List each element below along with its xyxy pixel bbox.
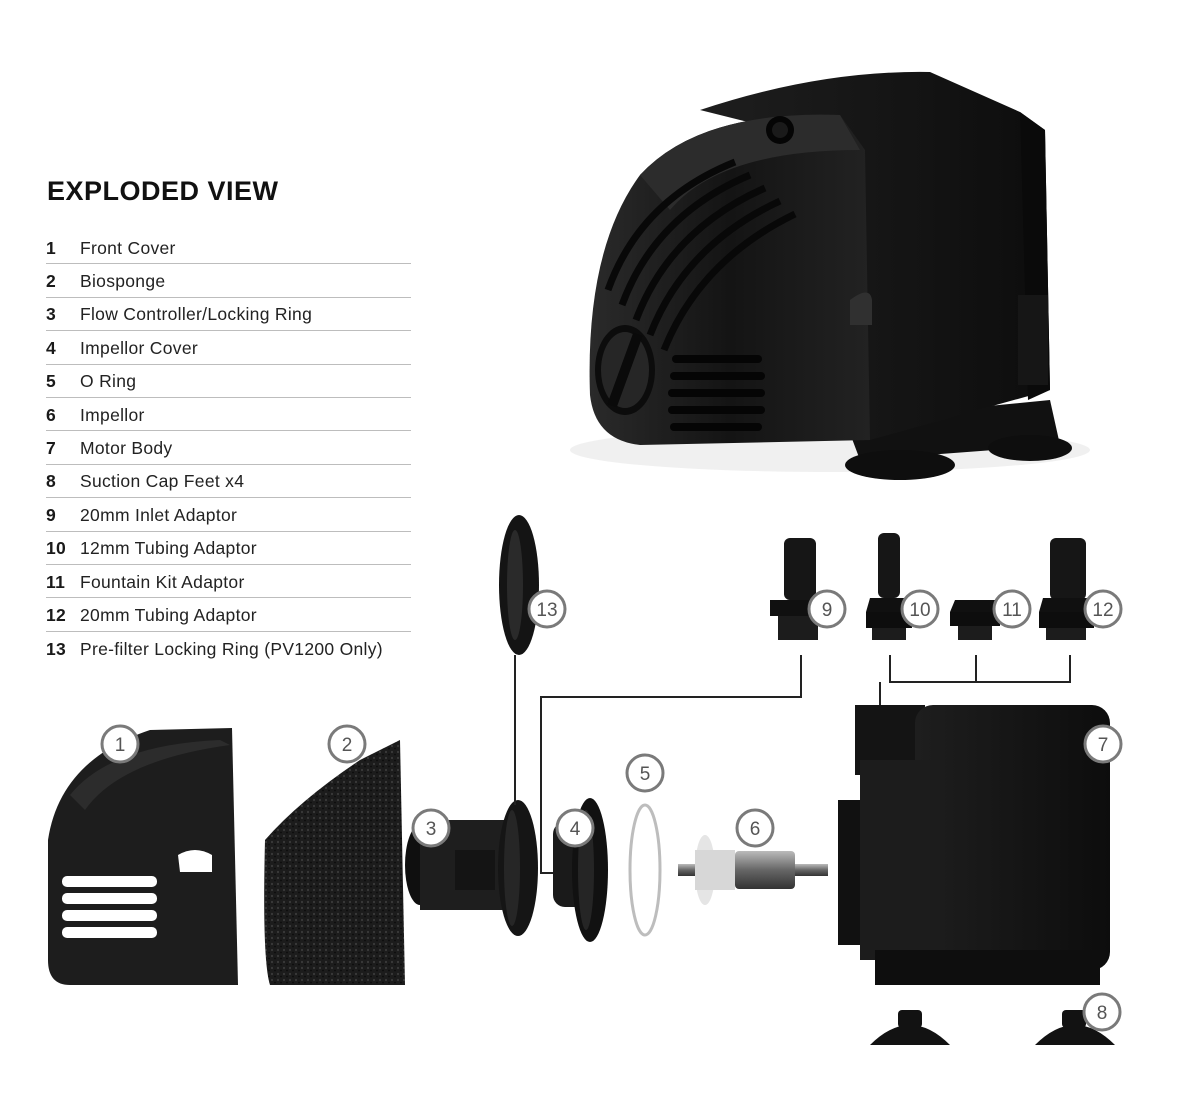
impellor-part [678, 835, 828, 905]
callout-number: 2 [342, 735, 353, 756]
legend-item: 12 20mm Tubing Adaptor [46, 598, 411, 632]
legend-number: 7 [46, 438, 57, 459]
legend-label: Fountain Kit Adaptor [80, 571, 245, 592]
callout-badge-9: 9 [807, 589, 847, 629]
callout-number: 3 [426, 819, 437, 840]
callout-number: 12 [1092, 600, 1113, 621]
legend-item: 11 Fountain Kit Adaptor [46, 565, 411, 599]
inlet-adaptor-part [770, 538, 826, 640]
legend-number: 4 [46, 337, 57, 358]
legend-item: 8 Suction Cap Feet x4 [46, 465, 411, 499]
legend-label: Suction Cap Feet x4 [80, 471, 245, 492]
pre-filter-locking-ring-part [499, 515, 539, 655]
callout-badge-6: 6 [735, 808, 775, 848]
legend-label: Impellor Cover [80, 337, 198, 358]
page-title: EXPLODED VIEW [47, 176, 279, 206]
legend-label: O Ring [80, 371, 137, 392]
o-ring-part [628, 803, 662, 937]
suction-feet-part [870, 1010, 1115, 1045]
legend-number: 1 [46, 237, 57, 258]
leader-line-adaptors [889, 655, 1071, 683]
leader-lines [514, 655, 1071, 874]
legend-item: 1 Front Cover [46, 231, 411, 265]
legend-label: Flow Controller/Locking Ring [80, 304, 313, 325]
callout-number: 1 [115, 735, 126, 756]
callout-number: 10 [909, 600, 930, 621]
legend-number: 5 [46, 371, 57, 392]
legend-label: 20mm Inlet Adaptor [80, 504, 238, 525]
callout-number: 5 [640, 764, 651, 785]
legend-item: 6 Impellor [46, 398, 411, 432]
legend-item: 4 Impellor Cover [46, 331, 411, 365]
tubing-adaptor-12mm-part [866, 533, 912, 640]
callout-badge-1: 1 [100, 724, 140, 764]
legend-label: Pre-filter Locking Ring (PV1200 Only) [80, 638, 383, 659]
legend-item: 3 Flow Controller/Locking Ring [46, 298, 411, 332]
legend-label: Biosponge [80, 271, 166, 292]
legend-item: 9 20mm Inlet Adaptor [46, 498, 411, 532]
legend-item: 2 Biosponge [46, 264, 411, 298]
legend-number: 9 [46, 504, 57, 525]
callout-badge-13: 13 [527, 589, 567, 629]
callout-badge-8: 8 [1082, 992, 1122, 1032]
callout-number: 13 [536, 600, 557, 621]
callout-badges: 1 2 3 4 5 6 7 8 9 10 11 12 13 [100, 589, 1123, 1032]
legend-item: 13 Pre-filter Locking Ring (PV1200 Only) [46, 632, 411, 665]
callout-number: 7 [1098, 735, 1109, 756]
callout-badge-5: 5 [625, 753, 665, 793]
front-cover-part [48, 728, 238, 985]
leader-line-9 [540, 655, 802, 874]
callout-number: 8 [1097, 1003, 1108, 1024]
legend-number: 12 [46, 604, 67, 625]
legend-number: 3 [46, 304, 57, 325]
callout-number: 4 [570, 819, 581, 840]
callout-badge-3: 3 [411, 808, 451, 848]
legend-number: 11 [46, 571, 66, 592]
callout-badge-11: 11 [992, 589, 1032, 629]
legend-label: 12mm Tubing Adaptor [80, 538, 257, 559]
fountain-kit-adaptor-part [950, 600, 1000, 640]
legend-label: Motor Body [80, 438, 173, 459]
assembled-pump-image [570, 71, 1090, 480]
legend-number: 2 [46, 271, 57, 292]
callout-number: 9 [822, 600, 833, 621]
legend-label: 20mm Tubing Adaptor [80, 604, 257, 625]
parts-legend: 1 Front Cover 2 Biosponge 3 Flow Controller… [46, 231, 411, 665]
legend-item: 10 12mm Tubing Adaptor [46, 532, 411, 565]
legend-item: 7 Motor Body [46, 431, 411, 465]
callout-badge-10: 10 [900, 589, 940, 629]
legend-label: Impellor [80, 404, 145, 425]
motor-body-part [838, 705, 1110, 985]
callout-badge-2: 2 [327, 724, 367, 764]
callout-badge-4: 4 [555, 808, 595, 848]
legend-number: 6 [46, 404, 57, 425]
biosponge-part [264, 740, 405, 985]
callout-badge-7: 7 [1083, 724, 1123, 764]
legend-item: 5 O Ring [46, 365, 411, 398]
callout-number: 11 [1002, 600, 1022, 621]
legend-number: 13 [46, 638, 67, 659]
callout-badge-12: 12 [1083, 589, 1123, 629]
callout-number: 6 [750, 819, 761, 840]
legend-label: Front Cover [80, 237, 176, 258]
legend-number: 10 [46, 538, 67, 559]
legend-number: 8 [46, 471, 57, 492]
tubing-adaptor-20mm-part [1039, 538, 1094, 640]
